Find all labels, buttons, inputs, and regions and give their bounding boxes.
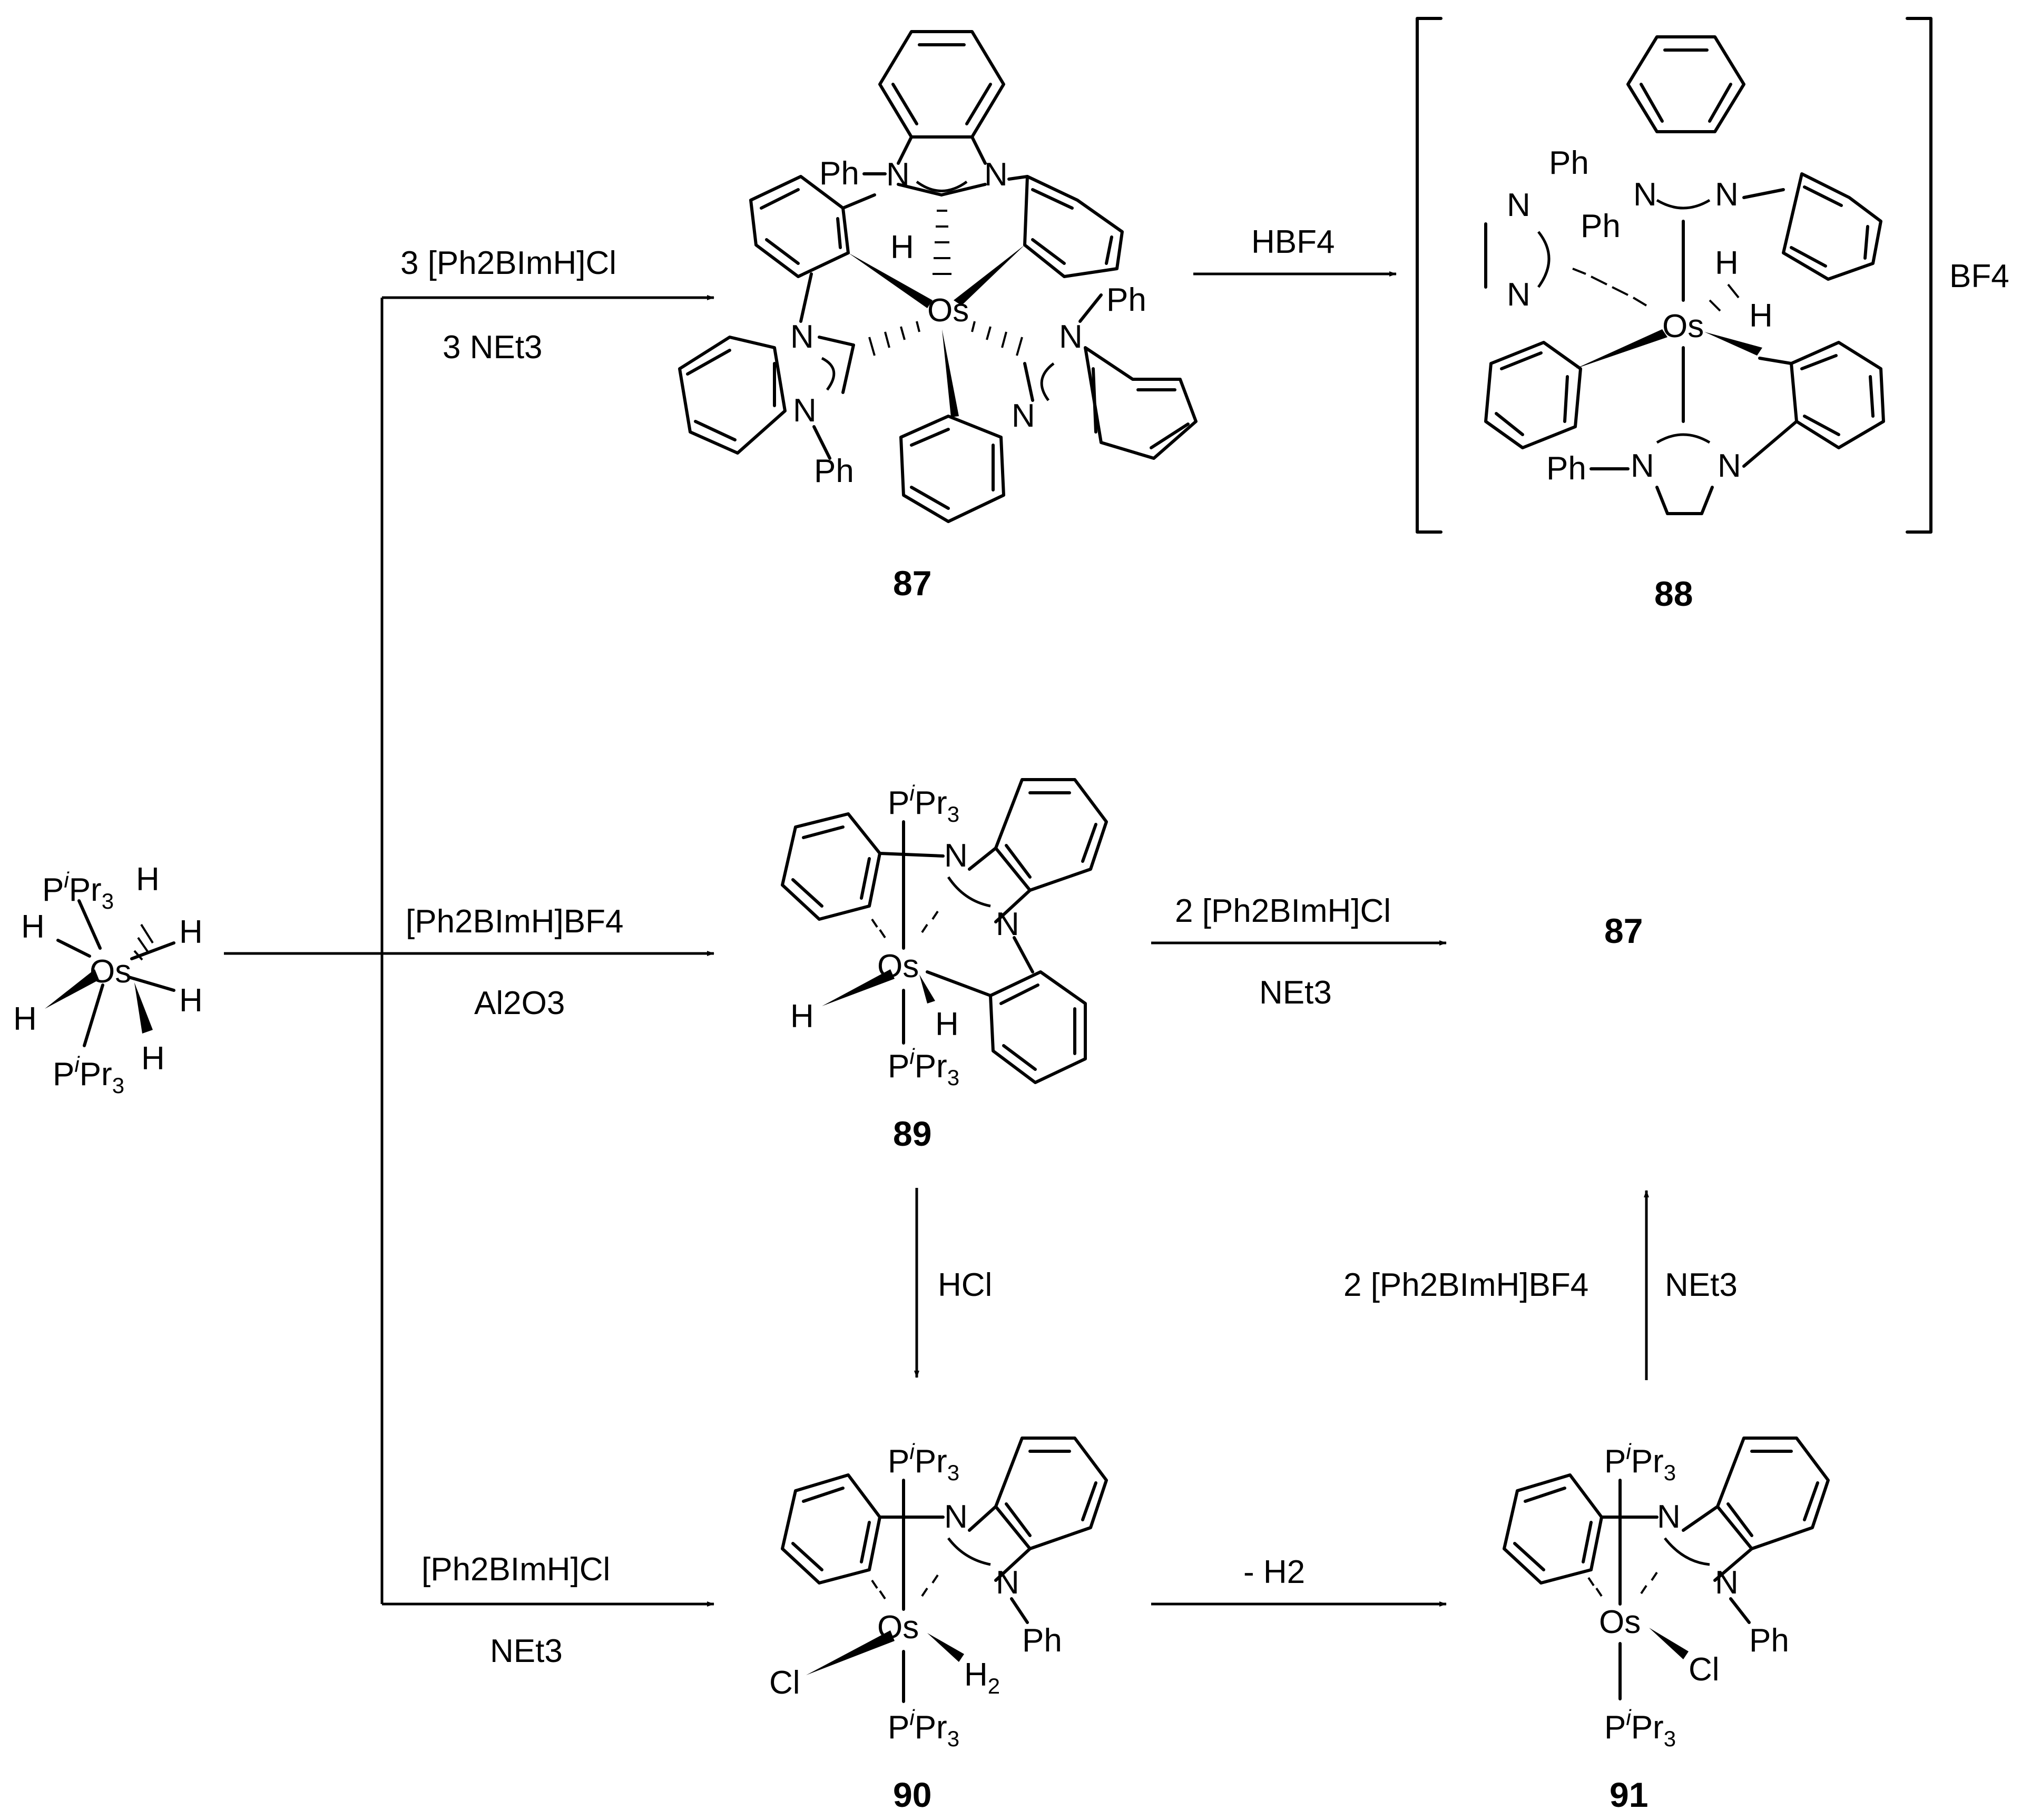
compound-87-number: 87 bbox=[893, 564, 931, 603]
phosphine-label: PiPr3 bbox=[1604, 1705, 1676, 1751]
compound-90-number: 90 bbox=[893, 1775, 931, 1814]
osmium-label: Os bbox=[1662, 308, 1704, 345]
phosphine-label: PiPr3 bbox=[888, 1705, 959, 1751]
condition-top: 3 NEt3 bbox=[443, 329, 543, 366]
osmium-label: Os bbox=[90, 953, 131, 990]
reagent-hbf4: HBF4 bbox=[1251, 224, 1335, 260]
nitrogen-label: N bbox=[1507, 187, 1530, 223]
dihydrogen-label: H2 bbox=[964, 1657, 1000, 1698]
nitrogen-label: N bbox=[1657, 1499, 1681, 1535]
ph-label: Ph bbox=[1549, 145, 1589, 181]
phosphine-label: PiPr3 bbox=[888, 1439, 959, 1485]
hydride-label: H bbox=[21, 909, 45, 945]
nitrogen-label: N bbox=[944, 1499, 968, 1535]
chloride-label: Cl bbox=[1689, 1651, 1720, 1688]
hydride-label: H bbox=[141, 1040, 165, 1077]
compound-87-structure: Ph N N H Os N N bbox=[678, 30, 1198, 523]
compound-89-structure: PiPr3 N N Os H H PiPr3 bbox=[781, 778, 1108, 1090]
reagent-minus-h2: - H2 bbox=[1243, 1554, 1305, 1590]
condition-91-to-87: NEt3 bbox=[1665, 1267, 1738, 1303]
reagent-middle: [Ph2BImH]BF4 bbox=[406, 903, 623, 940]
nitrogen-label: N bbox=[1507, 277, 1530, 313]
nitrogen-label: N bbox=[1715, 176, 1739, 213]
nitrogen-label: N bbox=[1012, 398, 1035, 434]
compound-89-number: 89 bbox=[893, 1114, 931, 1153]
hydride-label: H bbox=[13, 1001, 37, 1037]
hydride-label: H bbox=[1749, 298, 1773, 334]
bf4-counterion: BF4 bbox=[1949, 258, 2009, 294]
osmium-label: Os bbox=[1599, 1604, 1641, 1640]
nitrogen-label: N bbox=[886, 156, 910, 193]
hydride-label: H bbox=[790, 998, 814, 1035]
osmium-label: Os bbox=[927, 292, 969, 329]
phosphine-top-label: PiPr3 bbox=[42, 868, 114, 913]
ph-label: Ph bbox=[1022, 1622, 1062, 1659]
compound-91-number: 91 bbox=[1610, 1775, 1648, 1814]
ph-label: Ph bbox=[1106, 282, 1146, 318]
hydride-label: H bbox=[935, 1006, 959, 1042]
nitrogen-label: N bbox=[1633, 176, 1657, 213]
nitrogen-label: N bbox=[1059, 319, 1083, 355]
nitrogen-label: N bbox=[944, 838, 968, 874]
condition-middle: Al2O3 bbox=[474, 985, 565, 1021]
phosphine-label: PiPr3 bbox=[888, 781, 959, 827]
nitrogen-label: N bbox=[984, 156, 1008, 193]
nitrogen-label: N bbox=[1631, 448, 1654, 484]
chloride-label: Cl bbox=[769, 1665, 800, 1701]
ph-label: Ph bbox=[1749, 1622, 1789, 1659]
compound-91-structure: PiPr3 N N Ph Os Cl PiPr3 bbox=[1503, 1437, 1830, 1751]
phosphine-bottom-label: PiPr3 bbox=[53, 1052, 124, 1098]
nitrogen-label: N bbox=[793, 392, 817, 429]
reagent-top: 3 [Ph2BImH]Cl bbox=[400, 245, 616, 281]
reagent-bottom: [Ph2BImH]Cl bbox=[421, 1551, 610, 1588]
ph-label: Ph bbox=[1581, 208, 1621, 244]
reagent-89-to-87: 2 [Ph2BImH]Cl bbox=[1175, 893, 1391, 929]
phosphine-label: PiPr3 bbox=[888, 1044, 959, 1090]
hydride-label: H bbox=[1715, 245, 1739, 281]
nitrogen-label: N bbox=[790, 319, 814, 355]
compound-87-number-repeat: 87 bbox=[1604, 911, 1643, 950]
nitrogen-label: N bbox=[1718, 448, 1741, 484]
hydride-label: H bbox=[136, 861, 160, 898]
condition-bottom: NEt3 bbox=[490, 1633, 563, 1669]
hydride-label: H bbox=[890, 229, 914, 265]
ph-label: Ph bbox=[819, 155, 859, 192]
branch-arrows bbox=[224, 295, 714, 1607]
hydride-label: H bbox=[179, 982, 203, 1019]
hydride-label: H bbox=[179, 914, 203, 950]
phosphine-label: PiPr3 bbox=[1604, 1439, 1676, 1485]
compound-88-structure: BF4 N N Ph Os Ph N N H H bbox=[1416, 17, 2009, 534]
condition-89-to-87: NEt3 bbox=[1259, 975, 1332, 1011]
reagent-hcl: HCl bbox=[938, 1267, 992, 1303]
compound-90-structure: PiPr3 N N Ph Os Cl H2 PiPr3 bbox=[769, 1437, 1108, 1751]
ph-label: Ph bbox=[814, 453, 854, 489]
compound-88-number: 88 bbox=[1654, 574, 1693, 613]
reagent-91-to-87: 2 [Ph2BImH]BF4 bbox=[1343, 1267, 1588, 1303]
starting-material-osh6: PiPr3 H H H Os H H PiPr3 H bbox=[13, 861, 203, 1098]
ph-label: Ph bbox=[1546, 450, 1586, 487]
